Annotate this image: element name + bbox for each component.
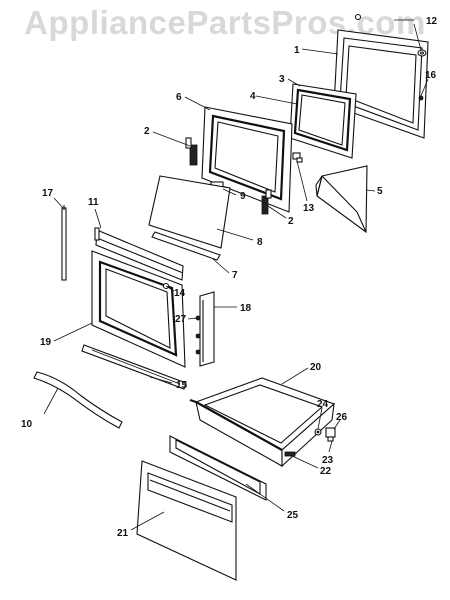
- part-side-trim-rod: [61, 205, 67, 281]
- part-clip-13: [292, 152, 303, 163]
- part-outer-door-panel: [333, 29, 429, 139]
- part-fastener-12: [417, 49, 427, 57]
- part-vent-channel: [315, 165, 368, 234]
- callout-2-lower: 2: [288, 216, 294, 227]
- callout-8: 8: [257, 237, 263, 248]
- part-nut-24: [314, 428, 322, 436]
- callout-27: 27: [175, 314, 187, 325]
- callout-25: 25: [287, 510, 299, 521]
- part-door-glass-assembly: [289, 83, 357, 159]
- callout-2-upper: 2: [144, 126, 150, 137]
- part-hinge-upper: [185, 137, 198, 166]
- callout-24: 24: [317, 399, 329, 410]
- part-glass-panel: [148, 175, 231, 249]
- callout-21: 21: [117, 528, 129, 539]
- callout-20: 20: [310, 362, 322, 373]
- callout-3: 3: [279, 74, 285, 85]
- part-door-bottom-trim: [81, 344, 187, 390]
- part-inner-door-frame: [201, 106, 293, 213]
- part-top-screw: [354, 13, 362, 21]
- callout-6: 6: [176, 92, 182, 103]
- callout-22: 22: [320, 466, 332, 477]
- callout-23: 23: [322, 455, 334, 466]
- callout-15: 15: [176, 380, 188, 391]
- callout-7: 7: [232, 270, 238, 281]
- callout-26: 26: [336, 412, 348, 423]
- callout-18: 18: [240, 303, 252, 314]
- callout-13: 13: [303, 203, 315, 214]
- callout-14: 14: [174, 288, 186, 299]
- callout-11: 11: [88, 197, 99, 208]
- part-bumper: [325, 427, 336, 442]
- leader-lines: [43, 19, 429, 531]
- callout-19: 19: [40, 337, 52, 348]
- part-hinge-lower: [261, 189, 272, 215]
- callout-10: 10: [21, 419, 33, 430]
- callout-4: 4: [250, 91, 256, 102]
- callout-5: 5: [377, 186, 383, 197]
- part-drawer-glide: [284, 451, 296, 457]
- part-door-trim-strip: [151, 231, 221, 261]
- part-screw-16: [418, 95, 424, 101]
- callout-17: 17: [42, 188, 54, 199]
- part-side-panel-strip: [199, 291, 215, 367]
- part-storage-drawer: [189, 377, 336, 468]
- callout-labels: 1 2 2 3 4 5 6 7 8 9 10 11 12 13 14 15 16…: [21, 16, 438, 539]
- callout-9: 9: [240, 191, 246, 202]
- callout-1: 1: [294, 45, 300, 56]
- callout-12: 12: [426, 16, 438, 27]
- callout-16: 16: [425, 70, 437, 81]
- part-screws-27: [195, 315, 201, 355]
- part-control-bar: [94, 227, 184, 281]
- part-door-handle: [33, 371, 123, 429]
- part-drawer-front: [136, 460, 237, 581]
